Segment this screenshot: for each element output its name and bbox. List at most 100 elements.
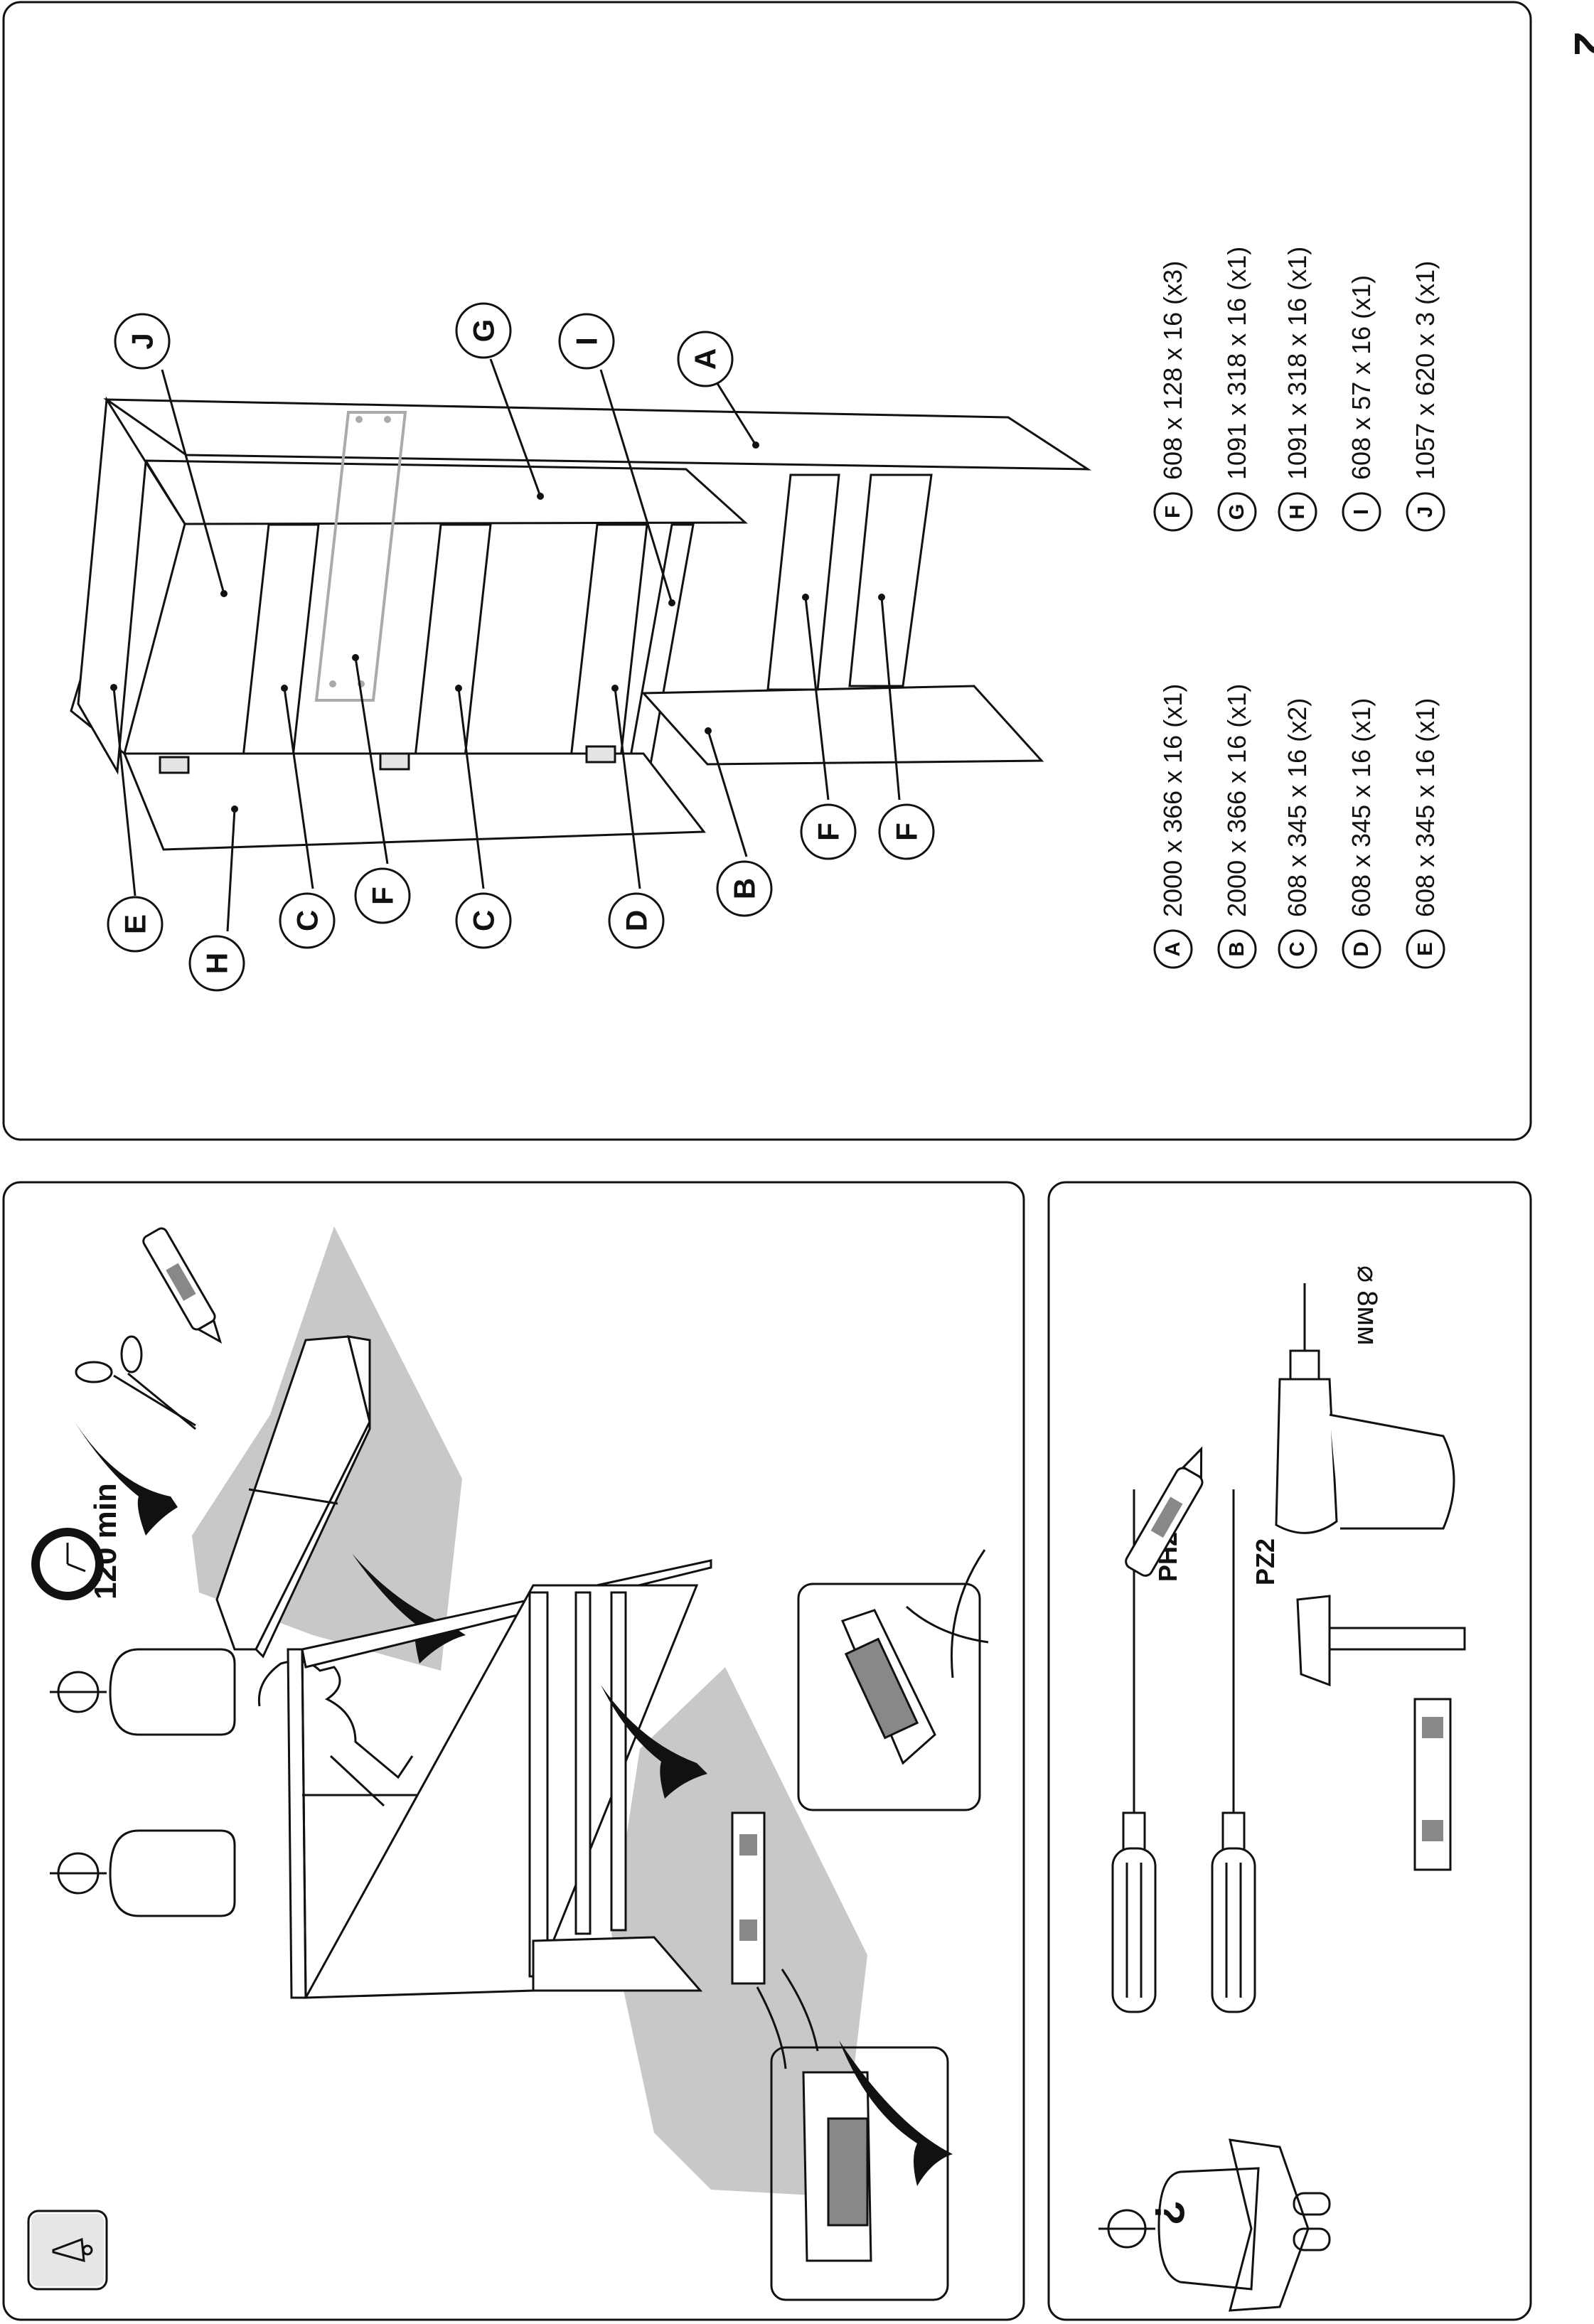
connector-2 [379,752,410,771]
spirit-level-icon [731,1811,766,1985]
hand-icon [257,1660,414,1807]
check-mark-icon [601,1685,707,1799]
callout-letter: D [620,910,653,931]
callout-e: E [107,896,164,953]
package-box [215,1335,371,1659]
callout-d: D [608,892,665,949]
part-h: H [1278,492,1317,532]
clock-icon [31,1528,104,1600]
exploded-diagram: J G I A E H C F C D B F F [70,302,1092,992]
diagram-panel [2,1,1532,1141]
callout-b: B [716,860,773,917]
part-letter: E [1414,942,1437,955]
part-j: J [1406,492,1445,532]
part-letter: I [1350,509,1373,515]
part-spec: 608 x 345 x 16 (x1) [1411,698,1440,917]
part-f: F [1153,492,1193,532]
callout-letter: C [291,910,324,931]
part-letter: F [1162,505,1184,518]
parts-list: A 2000 x 366 x 16 (x1) B 2000 x 366 x 16 (x… [1153,247,1445,969]
connector-1 [159,756,190,774]
callout-h: H [188,935,245,992]
part-i: I [1342,492,1381,532]
callout-letter: F [812,823,845,841]
detail-incorrect [797,1549,989,1811]
help-question-mark: ? [1146,2200,1192,2225]
callout-f: F [800,803,857,860]
callout-c: C [455,892,512,949]
detail-correct [756,1969,953,2301]
part-e: E [1406,929,1445,969]
screwdriver-icon [1211,1489,1256,2013]
panel-c-1 [240,523,320,771]
hammer-icon [1296,1595,1466,1687]
part-letter: D [1350,942,1373,957]
spirit-level-icon [1413,1698,1452,1871]
part-letter: B [1226,942,1248,957]
part-spec: 608 x 345 x 16 (x2) [1283,698,1312,917]
callout-letter: H [200,953,234,974]
callout-f: F [354,867,411,924]
panel-f-1 [766,473,840,691]
utility-knife-icon [142,1227,223,1344]
scissors-icon [75,1335,196,1430]
callout-letter: F [366,887,400,905]
panel-f-2 [848,473,933,687]
panel-b [641,685,1044,766]
callout-i: I [558,313,615,370]
panel-f-ghost [314,411,407,702]
assembly-time: 120 min [88,1483,123,1600]
phone-help-icon: ? [1098,2138,1331,2312]
part-letter: H [1286,505,1309,520]
panel-c-2 [412,523,492,771]
part-letter: G [1226,504,1248,520]
callout-letter: B [728,878,761,899]
callout-letter: G [467,319,501,343]
drill-icon [1275,1283,1455,1534]
check-mark-icon [352,1553,466,1664]
callout-letter: C [467,910,501,931]
part-letter: C [1286,941,1309,956]
callout-letter: F [890,823,924,841]
screwdriver-pz2-label: PZ2 [1251,1538,1280,1585]
panel-h [122,752,706,851]
info-icon [27,2210,108,2291]
callout-f: F [878,803,935,860]
part-spec: 1091 x 318 x 16 (x1) [1283,247,1312,480]
part-spec: 1057 x 620 x 3 (x1) [1411,261,1440,480]
part-spec: 2000 x 366 x 16 (x1) [1222,684,1251,917]
callout-g: G [455,302,512,359]
callout-letter: E [119,914,152,934]
connector-3 [585,745,616,764]
part-letter: J [1414,506,1437,518]
part-g: G [1217,492,1257,532]
part-spec: 608 x 128 x 16 (x3) [1158,261,1187,480]
two-person-icon [50,1648,236,1917]
check-mark-icon [75,1422,178,1536]
page-number: 2 [1566,32,1594,55]
part-c: C [1278,929,1317,969]
callout-letter: I [570,337,604,346]
callout-letter: A [689,348,722,370]
callout-j: J [114,313,171,370]
callout-a: A [677,331,734,387]
panel-e [77,396,147,775]
utility-knife-icon [1125,1446,1204,1577]
callout-letter: J [126,333,159,349]
panel-g [144,459,748,525]
part-spec: 1091 x 318 x 16 (x1) [1222,247,1251,480]
panel-a [103,398,1092,471]
part-d: D [1342,929,1381,969]
part-letter: A [1162,941,1184,956]
part-spec: 2000 x 366 x 16 (x1) [1158,684,1187,917]
tools-panel [1047,1181,1532,2321]
callout-c: C [279,892,336,949]
assembled-shelf [287,1559,712,1999]
part-spec: 608 x 57 x 16 (x1) [1347,275,1376,480]
preparation-panel [2,1181,1025,2321]
part-b: B [1217,929,1257,969]
part-a: A [1153,929,1193,969]
part-spec: 608 x 345 x 16 (x1) [1347,698,1376,917]
cross-mark-icon [906,1549,989,1678]
